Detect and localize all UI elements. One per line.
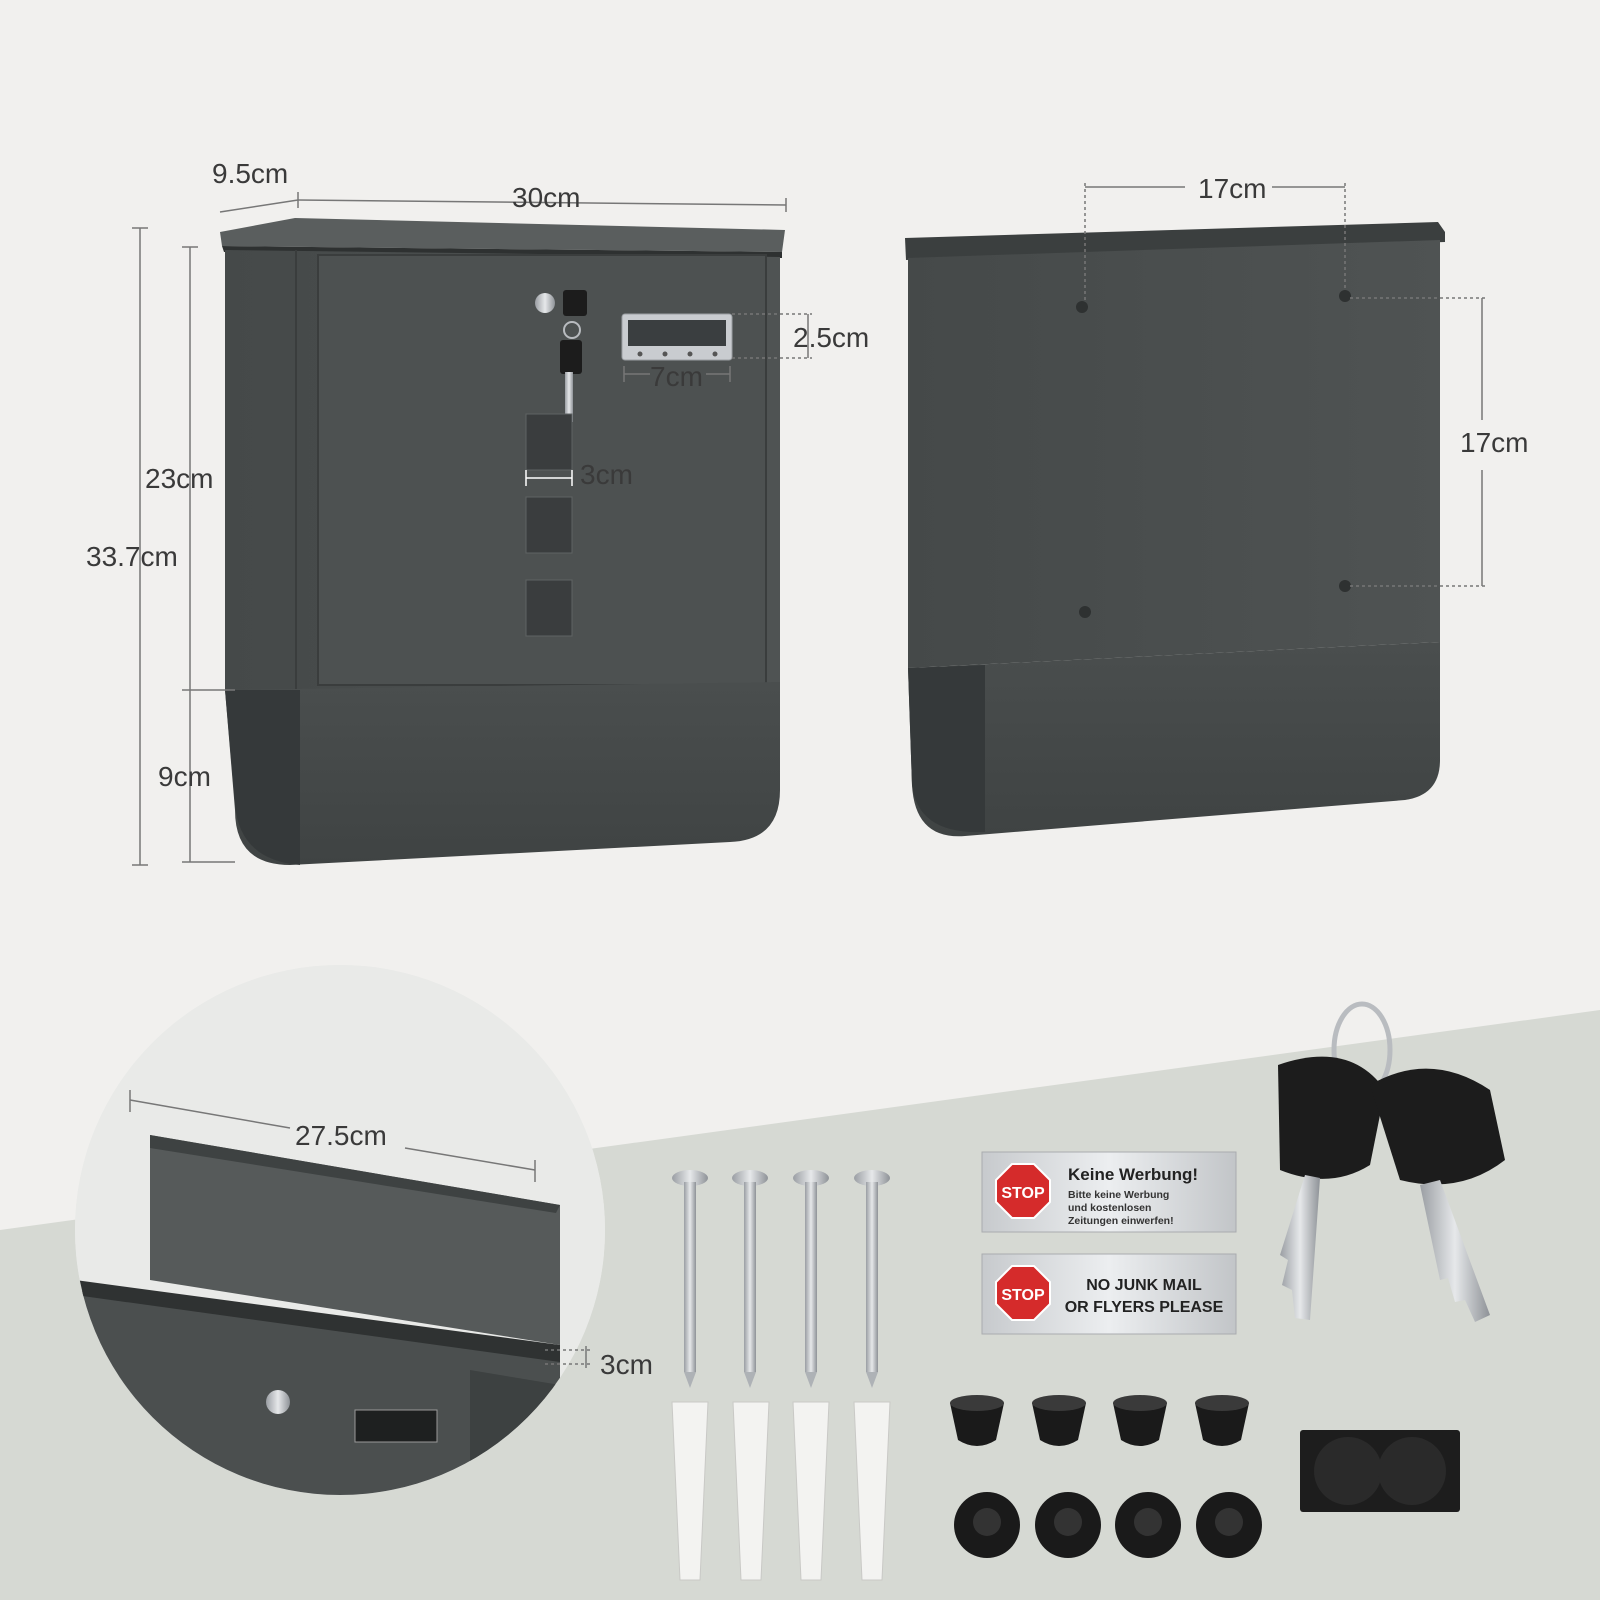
key-icon xyxy=(1370,1068,1505,1322)
upper-height-label: 23cm xyxy=(145,463,213,494)
mount-hole xyxy=(1339,580,1351,592)
slot-width-label: 3cm xyxy=(580,459,633,490)
viewing-slot xyxy=(525,413,573,471)
dimension-lines-front xyxy=(132,192,812,866)
sign-keine-werbung: STOP Keine Werbung! Bitte keine Werbung … xyxy=(981,1151,1237,1233)
sign-no-junk-mail: STOP NO JUNK MAIL OR FLYERS PLEASE xyxy=(981,1253,1237,1335)
depth-label: 9.5cm xyxy=(212,158,288,189)
mount-vertical-label: 17cm xyxy=(1460,427,1528,458)
sign-line: NO JUNK MAIL xyxy=(1086,1277,1202,1294)
sign-line: Zeitungen einwerfen! xyxy=(1068,1215,1174,1227)
rubber-bumpers xyxy=(950,1395,1249,1446)
sign-line: OR FLYERS PLEASE xyxy=(1065,1299,1224,1316)
stop-text: STOP xyxy=(1001,1185,1045,1202)
tray-height-label: 9cm xyxy=(158,761,211,792)
screw-icon xyxy=(732,1170,768,1388)
lock-icon xyxy=(266,1390,290,1414)
sign-line: Bitte keine Werbung xyxy=(1068,1189,1169,1201)
window-height-label: 2.5cm xyxy=(793,322,869,353)
wall-plug-icon xyxy=(853,1401,891,1581)
lock-icon xyxy=(535,290,587,422)
mount-hole xyxy=(1076,301,1088,313)
window-width-label: 7cm xyxy=(650,361,703,392)
stop-text: STOP xyxy=(1001,1287,1045,1304)
letter-slot-width-label: 27.5cm xyxy=(295,1120,387,1151)
rubber-bumper-icon xyxy=(954,1492,1020,1558)
sign-title: Keine Werbung! xyxy=(1068,1165,1198,1184)
name-card-window xyxy=(621,313,733,361)
mailbox-front-view xyxy=(220,218,785,865)
screw-icon xyxy=(793,1170,829,1388)
mailbox-back-view xyxy=(905,222,1445,837)
rubber-bumper-icon xyxy=(1195,1395,1249,1446)
rubber-bumper-icon xyxy=(1115,1492,1181,1558)
wall-plug-icon xyxy=(732,1401,770,1581)
rubber-bumper-icon xyxy=(1113,1395,1167,1446)
viewing-slot xyxy=(525,579,573,637)
sign-line: und kostenlosen xyxy=(1068,1202,1151,1214)
screws xyxy=(672,1170,890,1388)
rubber-bumper-icon xyxy=(1196,1492,1262,1558)
mount-hole xyxy=(1339,290,1351,302)
letter-slot-zoom xyxy=(75,965,605,1495)
keys xyxy=(1278,1001,1505,1322)
mount-horizontal-label: 17cm xyxy=(1198,173,1266,204)
stop-sign-icon xyxy=(995,1163,1051,1219)
rubber-bumper-icon xyxy=(950,1395,1004,1446)
total-height-label: 33.7cm xyxy=(86,541,178,572)
stop-sign-icon xyxy=(995,1265,1051,1321)
screw-icon xyxy=(672,1170,708,1388)
adhesive-pad-icon xyxy=(1300,1430,1460,1512)
rubber-rings xyxy=(954,1492,1262,1558)
key-icon xyxy=(1278,1056,1385,1320)
wall-plug-icon xyxy=(671,1401,709,1581)
wall-plugs xyxy=(671,1401,891,1581)
dimension-lines-back xyxy=(1084,183,1485,587)
letter-slot-height-label: 3cm xyxy=(600,1349,653,1380)
rubber-bumper-icon xyxy=(1035,1492,1101,1558)
screw-icon xyxy=(854,1170,890,1388)
mount-hole xyxy=(1079,606,1091,618)
wall-plug-icon xyxy=(792,1401,830,1581)
rubber-bumper-icon xyxy=(1032,1395,1086,1446)
width-label: 30cm xyxy=(512,182,580,213)
dimension-lines-zoom xyxy=(129,1090,590,1368)
viewing-slot xyxy=(525,496,573,554)
